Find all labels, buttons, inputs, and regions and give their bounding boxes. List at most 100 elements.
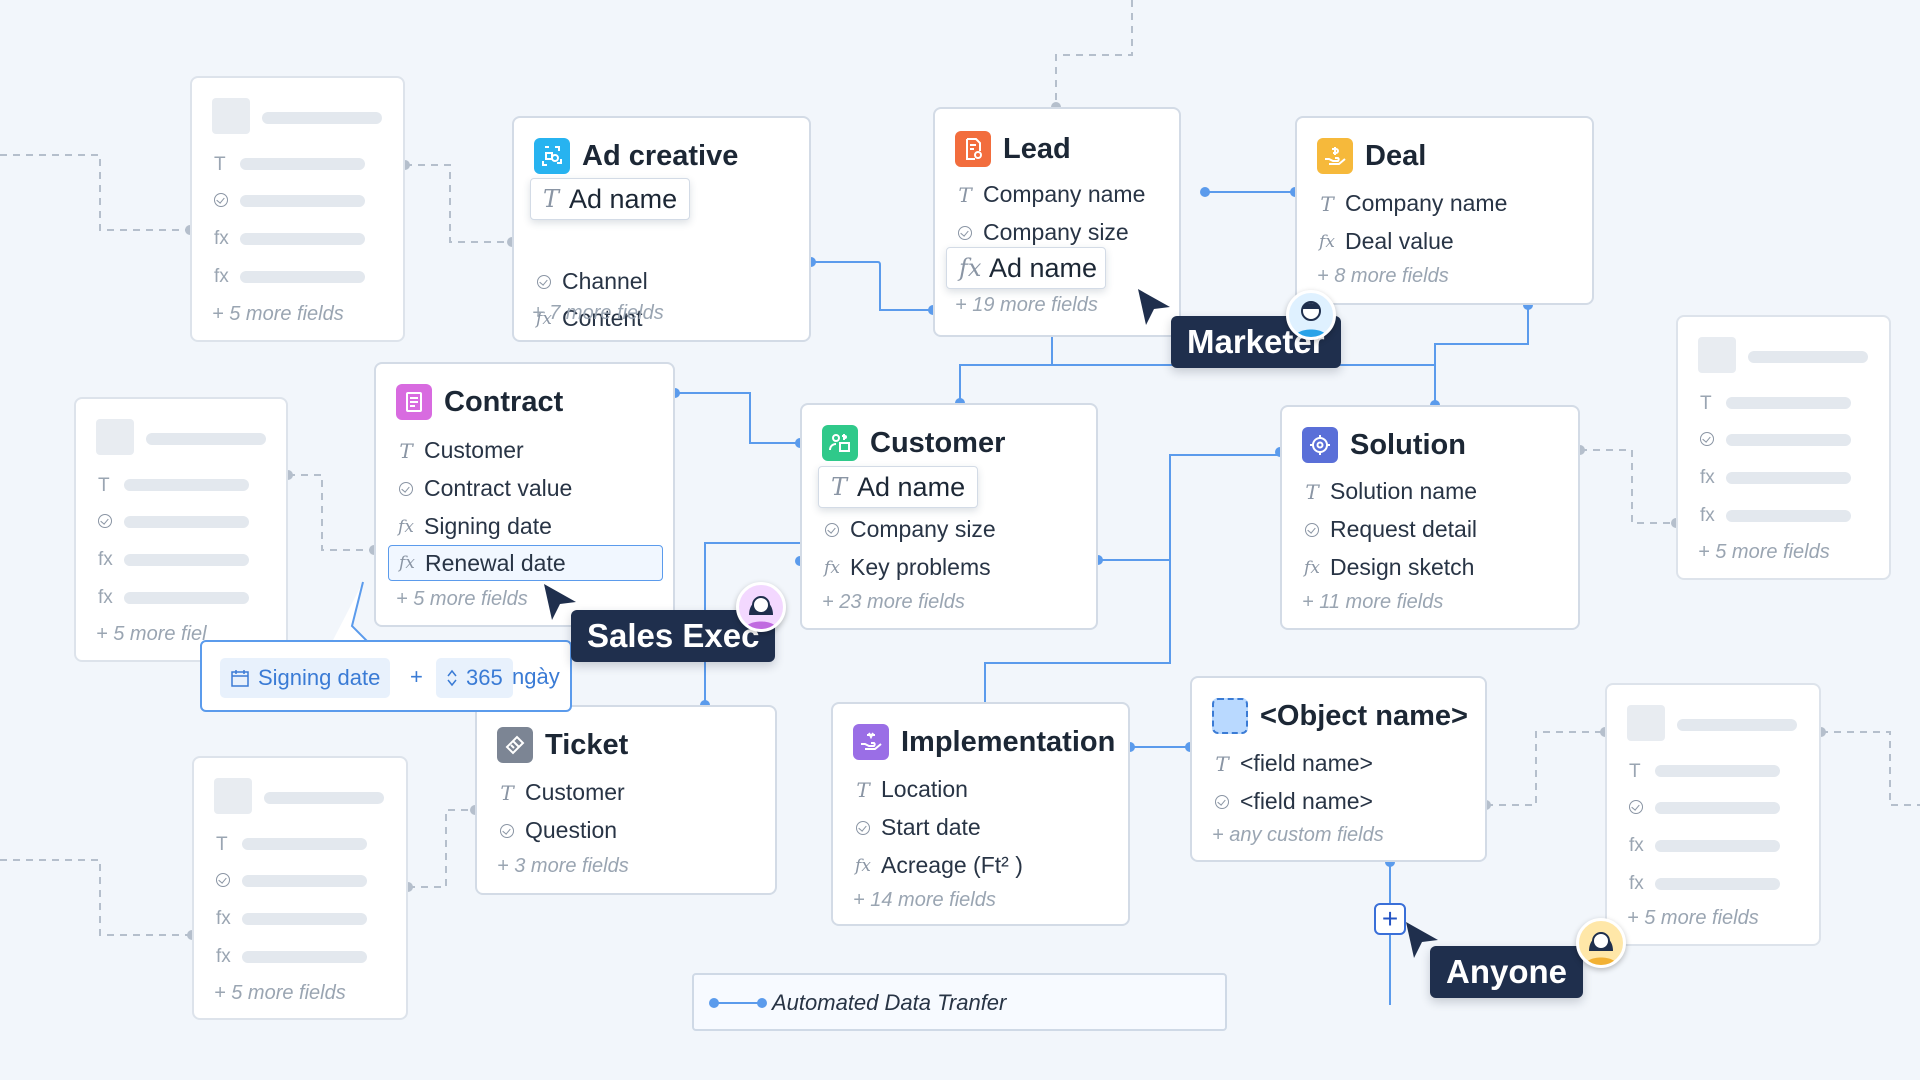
text-type-icon: T [1320, 191, 1334, 216]
more-fields-label: + 5 more fields [1627, 907, 1759, 929]
formula-type-icon: fx [1629, 873, 1644, 894]
field-company-size[interactable]: Company size [955, 219, 1129, 246]
calendar-icon [231, 670, 249, 687]
placeholder-card-right: T fx fx + 5 more fields [1676, 315, 1891, 580]
card-title: Customer [870, 426, 1006, 459]
user-tag-anyone: Anyone [1430, 946, 1584, 998]
card-title: Implementation [901, 725, 1116, 758]
field-contract-value[interactable]: Contract value [396, 475, 572, 502]
check-type-icon [98, 512, 112, 534]
formula-type-icon: fx [1629, 835, 1644, 856]
formula-number-input[interactable]: 365 [436, 658, 513, 698]
text-type-icon: T [831, 473, 848, 501]
text-type-icon: T [214, 154, 226, 175]
legend-label: Automated Data Tranfer [772, 990, 1007, 1015]
check-type-icon [537, 274, 551, 289]
add-object-button[interactable]: + [1374, 903, 1406, 935]
placeholder-card-mid-left: T fx fx + 5 more fiel [74, 397, 288, 662]
text-type-icon: T [98, 475, 110, 496]
lead-icon [955, 131, 991, 167]
implementation-icon [853, 724, 889, 760]
formula-field-chip[interactable]: Signing date [220, 658, 391, 698]
formula-type-icon: fx [214, 266, 229, 287]
check-type-icon [399, 481, 413, 496]
check-type-icon [958, 225, 972, 240]
field-channel[interactable]: Channel [534, 268, 648, 295]
field-placeholder-check[interactable]: <field name> [1212, 788, 1373, 815]
deal-icon [1317, 138, 1353, 174]
field-start-date[interactable]: Start date [853, 814, 981, 841]
formula-type-icon: fx [398, 516, 414, 537]
text-type-icon: T [399, 438, 413, 463]
card-custom-object[interactable]: <Object name> T<field name> <field name>… [1190, 676, 1487, 862]
placeholder-card-bottom-left: T fx fx + 5 more fields [192, 756, 408, 1020]
field-placeholder-text[interactable]: T<field name> [1212, 750, 1373, 777]
text-type-icon: T [958, 182, 972, 207]
check-type-icon [1305, 522, 1319, 537]
more-fields-label: + 11 more fields [1302, 591, 1444, 613]
formula-type-icon: fx [214, 228, 229, 249]
cursor-arrow-icon [544, 584, 576, 620]
text-type-icon: T [543, 185, 560, 213]
card-title: Lead [1003, 132, 1071, 165]
placeholder-card-top-left: T fx fx + 5 more fields [190, 76, 405, 342]
formula-type-icon: fx [399, 553, 415, 573]
anyone-avatar [1576, 918, 1626, 968]
formula-type-icon: fx [1304, 557, 1320, 578]
ticket-icon [497, 727, 533, 763]
formula-type-icon: fx [1700, 467, 1715, 488]
formula-type-icon: fx [216, 946, 231, 967]
check-type-icon [214, 191, 228, 213]
cursor-arrow-icon [1138, 289, 1170, 325]
formula-callout-pointer [332, 581, 370, 643]
formula-type-icon: fx [824, 557, 840, 578]
check-type-icon [216, 871, 230, 893]
card-title: Ad creative [582, 139, 739, 172]
formula-type-icon: fx [959, 254, 982, 282]
sales-exec-avatar [736, 582, 786, 632]
text-type-icon: T [1700, 393, 1712, 414]
more-fields-label: + any custom fields [1212, 824, 1384, 846]
text-type-icon: T [500, 780, 514, 805]
field-company-size[interactable]: Company size [822, 516, 996, 543]
formula-editor[interactable]: Signing date + 365 ngày [200, 640, 572, 712]
placeholder-icon [212, 98, 250, 134]
formula-type-icon: fx [855, 855, 871, 876]
more-fields-label: + 19 more fields [955, 294, 1098, 316]
field-request-detail[interactable]: Request detail [1302, 516, 1477, 543]
legend: Automated Data Tranfer [692, 973, 1227, 1031]
text-type-icon: T [216, 834, 228, 855]
text-type-icon: T [1629, 761, 1641, 782]
check-type-icon [1629, 798, 1643, 820]
cursor-arrow-icon [1406, 922, 1438, 958]
more-fields-label: + 23 more fields [822, 591, 965, 613]
field-question[interactable]: Question [497, 817, 617, 844]
check-type-icon [825, 522, 839, 537]
check-type-icon [1215, 794, 1229, 809]
contract-icon [396, 384, 432, 420]
